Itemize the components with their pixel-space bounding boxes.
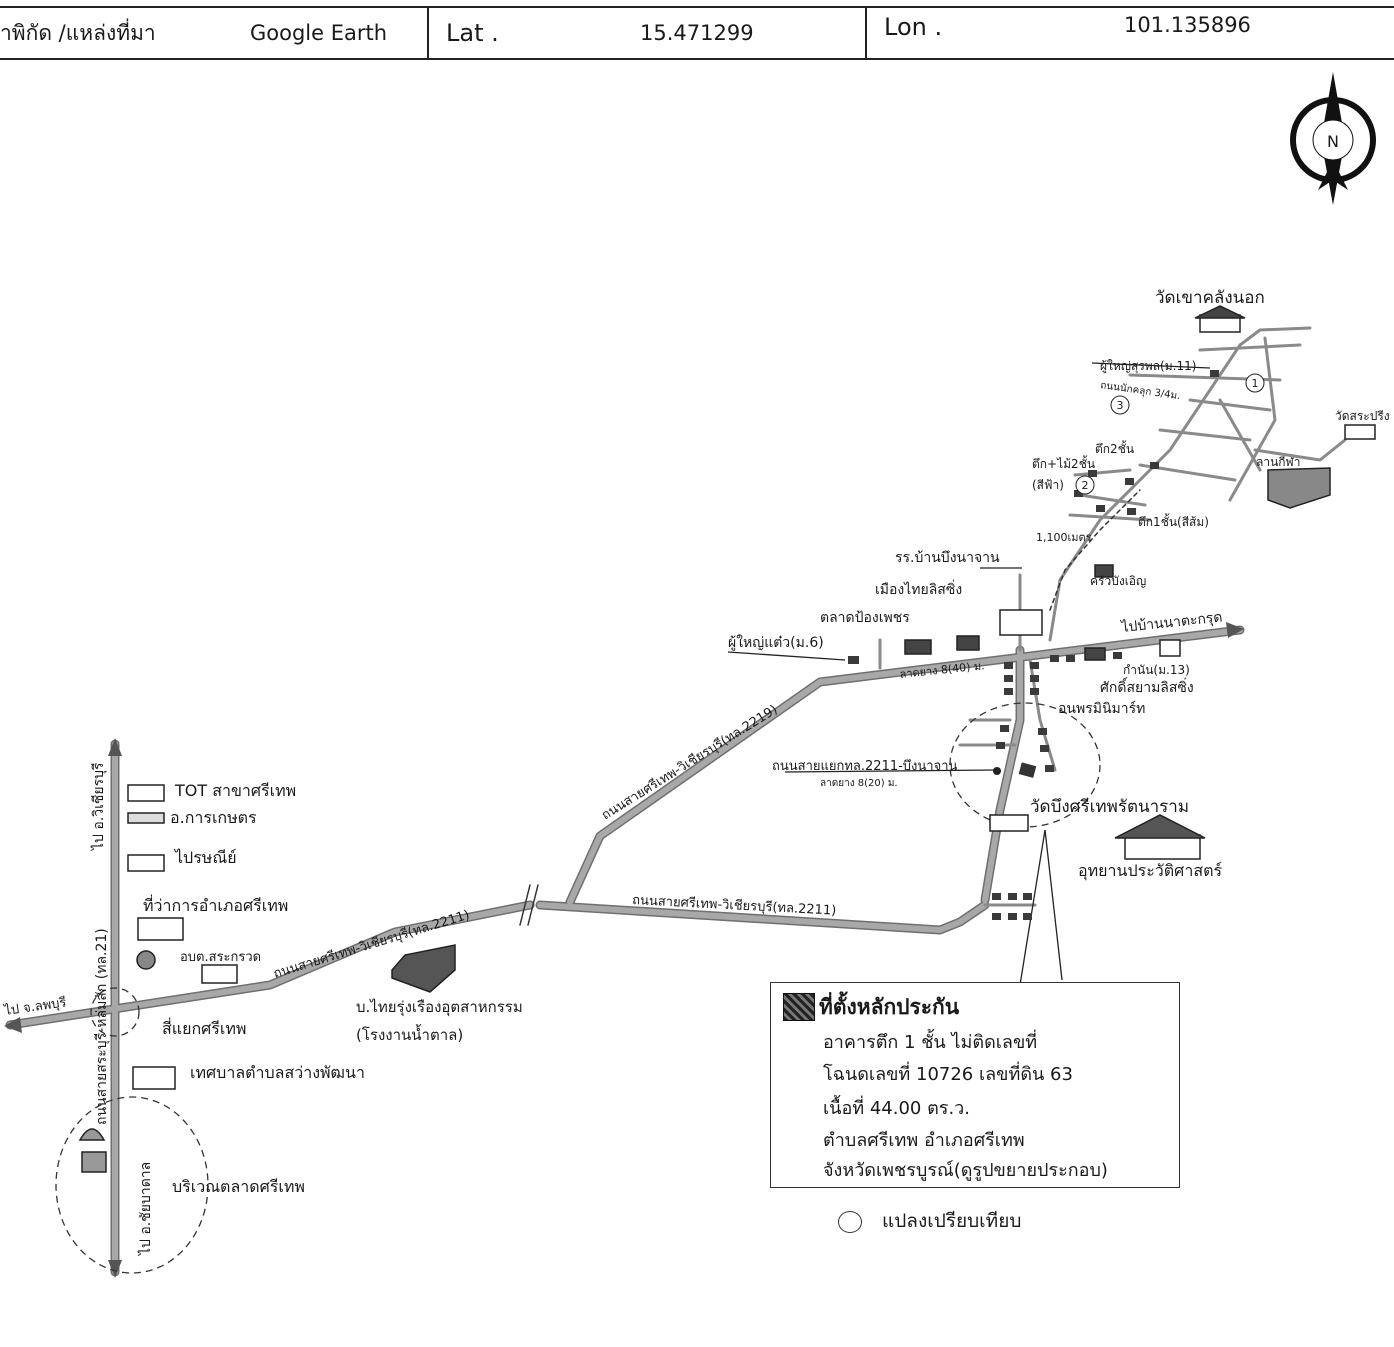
label-tot: TOT สาขาศรีเทพ [174,781,296,800]
label-si-yaek: สี่แยกศรีเทพ [162,1017,246,1038]
svg-text:1: 1 [1252,377,1259,390]
label-wat-khao-khlang: วัดเขาคลังนอก [1155,288,1265,308]
label-road-2219: ถนนสายศรีเทพ-วิเชียรบุรี(ทล.2219) [599,702,781,824]
legend-line: ตำบลศรีเทพ อำเภอศรีเทพ [823,1130,1025,1151]
label-kamnan: กำนัน(ม.13) [1123,663,1190,677]
label-post: ไปรษณีย์ [173,848,237,867]
label-wat-bueng: วัดบึงศรีเทพรัตนาราม [1030,797,1189,817]
lat-value: 15.471299 [640,21,754,45]
divider [865,8,867,58]
label-khrua-bang-oen: ครัวบังเอิญ [1090,574,1146,588]
building-icons [78,305,1376,1173]
collateral-swatch [783,993,815,1021]
label-tuek-mai2: ตึก+ไม้2ชั้น [1032,455,1095,471]
source-label: าพิกัด /แหล่งที่มา [0,21,156,45]
legend-line: เนื้อที่ 44.00 ตร.ว. [823,1098,971,1119]
legend-line: อาคารตึก 1 ชั้น ไม่ติดเลขที่ [823,1032,1038,1053]
label-thanon-nakkolok: ถนนนักคลุก 3/4ม. [1100,380,1181,402]
label-tuek2: ตึก2ชั้น [1095,440,1134,456]
label-wat-sra-prit: วัดสระปรีง [1335,409,1390,423]
label-phuyai-taew: ผู้ใหญ่แต๋ว(ม.6) [728,634,824,651]
label-obt: อบต.สระกรวด [180,950,261,965]
label-sifa: (สีฟ้า) [1032,478,1064,492]
label-talat-pong: ตลาดป้องเพชร [820,610,910,626]
marker-numbers: 1 2 3 [1082,377,1259,492]
svg-text:2: 2 [1082,479,1089,492]
collateral-legend: ที่ตั้งหลักประกัน อาคารตึก 1 ชั้น ไม่ติด… [770,982,1180,1188]
label-dist-1100: 1,100เมตร [1036,531,1092,544]
lon-label: Lon . [884,13,943,41]
label-municipality: เทศบาลตำบลสว่างพัฒนา [190,1063,365,1082]
comparison-legend: แปลงเปรียบเทียบ [838,1206,1021,1236]
compass-rose: N [1290,72,1376,205]
label-market-area: บริเวณตลาดศรีเทพ [172,1177,305,1196]
label-rr-ban-bueng: รร.บ้านบึงนาจาน [895,550,1000,566]
label-sakdi-siam: ศักดิ์สยามลิสซิ่ง [1100,677,1194,696]
label-district-office: ที่ว่าการอำเภอศรีเทพ [143,894,288,915]
legend-line: โฉนดเลขที่ 10726 เลขที่ดิน 63 [823,1064,1073,1085]
lon-value: 101.135896 [1124,13,1251,37]
label-aor-kaset: อ.การเกษตร [170,808,257,827]
label-ano-mini: อนพรมินิมาร์ท [1058,700,1145,717]
label-factory-sub: (โรงงานน้ำตาล) [356,1024,463,1044]
location-map: N 1 2 [2,72,1390,1278]
comparison-label: แปลงเปรียบเทียบ [882,1210,1022,1232]
legend-line: จังหวัดเพชรบูรณ์(ดูรูปขยายประกอบ) [823,1160,1108,1181]
label-phuyai-suphol: ผู้ใหญ่สุรพล(ม.11) [1100,359,1196,374]
source-value: Google Earth [250,21,388,45]
house-icons [848,370,1219,920]
lat-label: Lat . [446,19,499,47]
label-lan-kila: ลานกีฬา [1256,455,1301,469]
label-to-chai-badan: ไป อ.ชัยบาดาล [137,1162,154,1256]
road-arrows [4,622,1244,1278]
legend-pointer [727,362,1211,986]
coordinate-header: าพิกัด /แหล่งที่มา Google Earth Lat . 15… [0,6,1394,60]
label-mueang-thai: เมืองไทยลิสซิ่ง [875,580,962,598]
legend-title: ที่ตั้งหลักประกัน [819,995,960,1019]
label-hwy21: ถนนสายสระบุรี-หล่มสัก (ทล.21) [94,928,110,1125]
comparison-circle-icon [838,1210,862,1233]
compass-north-label: N [1327,132,1339,151]
collateral-marker [1018,762,1037,778]
label-to-wichian: ไป อ.วิเชียรบุรี [90,762,107,851]
location-dot [993,767,1001,775]
label-tuek1-som: ตึก1ชั้น(สีส้ม) [1138,513,1209,529]
numbered-markers [1075,373,1265,495]
label-lat-yang-8-20: ลาดยาง 8(20) ม. [820,778,898,789]
label-factory: บ.ไทยรุ่งเรืองอุตสาหกรรม [356,998,523,1017]
label-road-yaek: ถนนสายแยกทล.2211-บึงนาจาน [772,759,958,774]
divider [427,8,429,58]
label-park: อุทยานประวัติศาสตร์ [1078,861,1222,881]
svg-text:3: 3 [1117,399,1124,412]
comparison-zones [55,702,1101,1274]
